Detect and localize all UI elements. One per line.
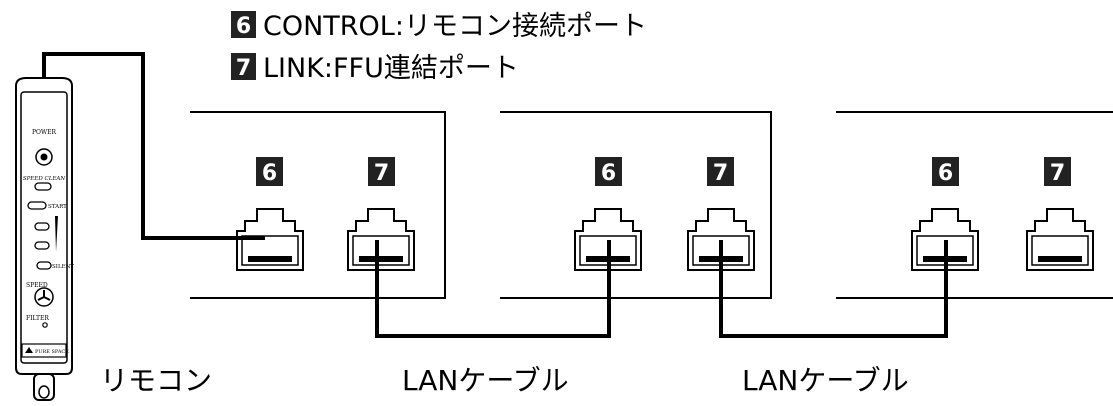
remote-controller: POWER SPEED CLEAN START SILENT SPEED FIL… — [15, 77, 74, 401]
badge-7-number: 7 — [1050, 161, 1065, 186]
legend-item-link: 7 LINK:FFU連結ポート — [231, 53, 519, 84]
lan-port-link-1 — [347, 208, 415, 271]
remote-silent-label: SILENT — [52, 264, 74, 270]
ffu-unit-1 — [190, 111, 446, 299]
port-badges: 6 7 6 7 6 7 — [256, 157, 1071, 186]
legend-text-link: LINK:FFU連結ポート — [263, 53, 519, 84]
badge-6 — [256, 157, 283, 186]
remote-filter-label: FILTER — [26, 315, 49, 322]
start-button — [27, 201, 47, 210]
badge-7-number: 7 — [713, 161, 728, 186]
cables — [42, 52, 948, 338]
cable-label-2: LANケーブル — [742, 364, 909, 397]
badge-7 — [368, 157, 395, 186]
legend-badge-6 — [231, 11, 256, 38]
lan-port-link-3 — [1026, 208, 1094, 271]
brand-plate — [21, 343, 67, 358]
badge-7 — [707, 157, 734, 186]
legend-badge-7 — [231, 53, 256, 80]
badge-6-number: 6 — [262, 161, 277, 186]
speed-clean-button — [34, 182, 52, 191]
legend-badge-6-number: 6 — [236, 14, 251, 39]
legend: 6 CONTROL:リモコン接続ポート 7 LINK:FFU連結ポート — [231, 11, 647, 84]
badge-7 — [1044, 157, 1071, 186]
filter-lamp — [42, 322, 48, 328]
remote-label: リモコン — [100, 364, 212, 397]
fan-icon — [34, 287, 54, 307]
brand-logo-icon — [25, 347, 33, 353]
badge-6 — [595, 157, 622, 186]
power-icon — [40, 153, 48, 161]
badge-6-number: 6 — [938, 161, 953, 186]
badge-6-number: 6 — [601, 161, 616, 186]
ports — [236, 208, 1094, 271]
mode-button-3 — [34, 241, 50, 250]
remote-cable — [42, 52, 265, 240]
badge-7-number: 7 — [374, 161, 389, 186]
silent-button — [36, 261, 52, 270]
ffu-unit-2 — [500, 111, 772, 299]
lan-cable-2 — [719, 240, 948, 338]
remote-brand: PURE SPACE — [35, 349, 69, 355]
strap-loop — [33, 373, 55, 401]
badge-6 — [932, 157, 959, 186]
lan-cable-1 — [375, 240, 611, 338]
legend-text-control: CONTROL:リモコン接続ポート — [263, 11, 647, 42]
ffu-unit-3 — [836, 111, 1113, 299]
remote-speed-label: SPEED — [26, 282, 48, 289]
remote-power-label: POWER — [32, 129, 57, 136]
mode-button-2 — [34, 222, 50, 231]
remote-start-label: START — [48, 204, 67, 210]
lan-port-control-1 — [236, 208, 304, 271]
remote-speed-clean-label: SPEED CLEAN — [23, 176, 66, 182]
legend-item-control: 6 CONTROL:リモコン接続ポート — [231, 11, 647, 42]
cable-label-1: LANケーブル — [402, 364, 569, 397]
power-button — [35, 148, 53, 166]
speed-indicator-icon — [55, 216, 58, 252]
legend-badge-7-number: 7 — [236, 56, 251, 81]
